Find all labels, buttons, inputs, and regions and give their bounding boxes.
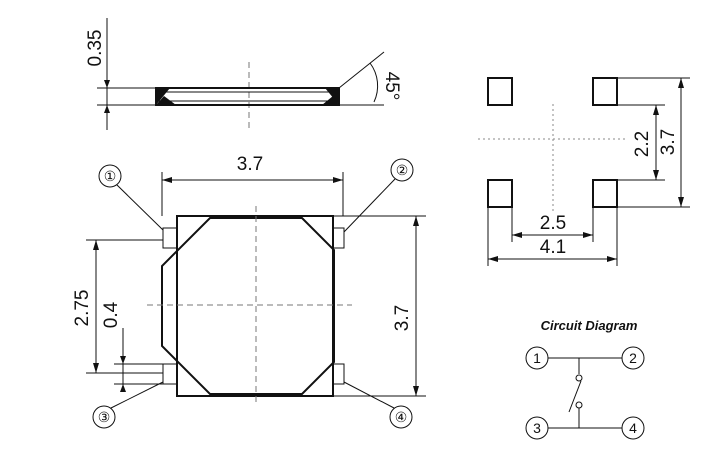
circuit-pin-4-label: 4 — [629, 420, 637, 436]
footprint: 2.2 3.7 2.5 4.1 — [478, 77, 690, 266]
callout-4-leader — [343, 381, 395, 409]
thickness-arrow-top — [104, 80, 110, 88]
pad-2 — [592, 77, 618, 106]
span-arrow-bottom — [93, 363, 99, 373]
pin-4-lead — [332, 363, 345, 385]
side-left-chamfer — [156, 88, 170, 105]
fp-37-label: 3.7 — [658, 129, 679, 155]
pinw-arrow-bottom — [120, 384, 126, 392]
callout-1-label: ① — [104, 169, 117, 185]
pinw-arrow-top — [120, 356, 126, 364]
callout-2-circle — [390, 158, 414, 182]
fp-37-arrow-top — [678, 78, 684, 88]
pad-4 — [592, 179, 618, 208]
fp-22-arrow-bottom — [653, 170, 659, 180]
angle-label: 45° — [381, 72, 402, 101]
circuit-diagram: Circuit Diagram 1 2 3 4 — [525, 318, 645, 440]
fp-41-arrow-right — [607, 256, 617, 262]
angle-arc — [369, 62, 379, 103]
height-arrow-top — [413, 216, 419, 226]
circuit-pin-3-circle — [525, 416, 549, 440]
height-label: 3.7 — [392, 305, 413, 331]
circuit-pin-3-label: 3 — [533, 420, 541, 436]
side-body — [155, 87, 340, 106]
octagon-actuator — [161, 217, 335, 395]
circuit-pin-1-circle — [525, 346, 549, 370]
pin-1-lead — [162, 227, 178, 249]
fp-25-arrow-left — [512, 232, 522, 238]
callout-3-circle — [92, 405, 116, 429]
pin-3-lead — [162, 363, 178, 385]
span-arrow-top — [93, 240, 99, 250]
circuit-contact-top — [575, 374, 583, 382]
circuit-pin-1-label: 1 — [533, 350, 541, 366]
callout-4-circle — [389, 405, 413, 429]
width-label: 3.7 — [237, 154, 263, 175]
angle-leader — [338, 51, 385, 89]
width-arrow-right — [333, 177, 343, 183]
fp-22-label: 2.2 — [632, 131, 653, 157]
circuit-pin-2-circle — [621, 346, 645, 370]
fp-22-arrow-top — [653, 105, 659, 115]
callout-2-leader — [343, 178, 396, 233]
pinw-label: 0.4 — [101, 301, 122, 328]
pad-3 — [487, 179, 513, 208]
pad-1 — [487, 77, 513, 106]
side-right-chamfer-lower — [322, 96, 339, 105]
fp-25-arrow-right — [583, 232, 593, 238]
callout-4-label: ④ — [395, 410, 408, 426]
callout-1-leader — [116, 184, 164, 231]
side-left-chamfer-lower — [156, 96, 176, 105]
callout-3-leader — [110, 381, 164, 409]
fp-41-label: 4.1 — [540, 237, 566, 258]
fp-37-arrow-bottom — [678, 197, 684, 207]
thickness-arrow-bottom — [104, 105, 110, 113]
height-arrow-bottom — [413, 386, 419, 396]
thickness-label: 0.35 — [85, 30, 106, 67]
fp-41-arrow-left — [488, 256, 498, 262]
circuit-title: Circuit Diagram — [541, 318, 638, 333]
span-label: 2.75 — [72, 290, 93, 327]
width-arrow-left — [162, 177, 172, 183]
circuit-contact-bottom — [575, 401, 583, 409]
callout-1-circle — [98, 164, 122, 188]
circuit-pin-4-circle — [621, 416, 645, 440]
switch-body — [176, 215, 334, 397]
callout-3-label: ③ — [98, 410, 111, 426]
circuit-switch-blade — [568, 380, 582, 413]
pin-2-lead — [332, 227, 345, 249]
circuit-pin-2-label: 2 — [629, 350, 637, 366]
callout-2-label: ② — [396, 163, 409, 179]
top-view: 3.7 3.7 2.75 0.4 ① ② ③ ④ — [72, 154, 426, 429]
fp-25-label: 2.5 — [540, 213, 566, 234]
side-view: 0.35 45° — [85, 18, 402, 130]
